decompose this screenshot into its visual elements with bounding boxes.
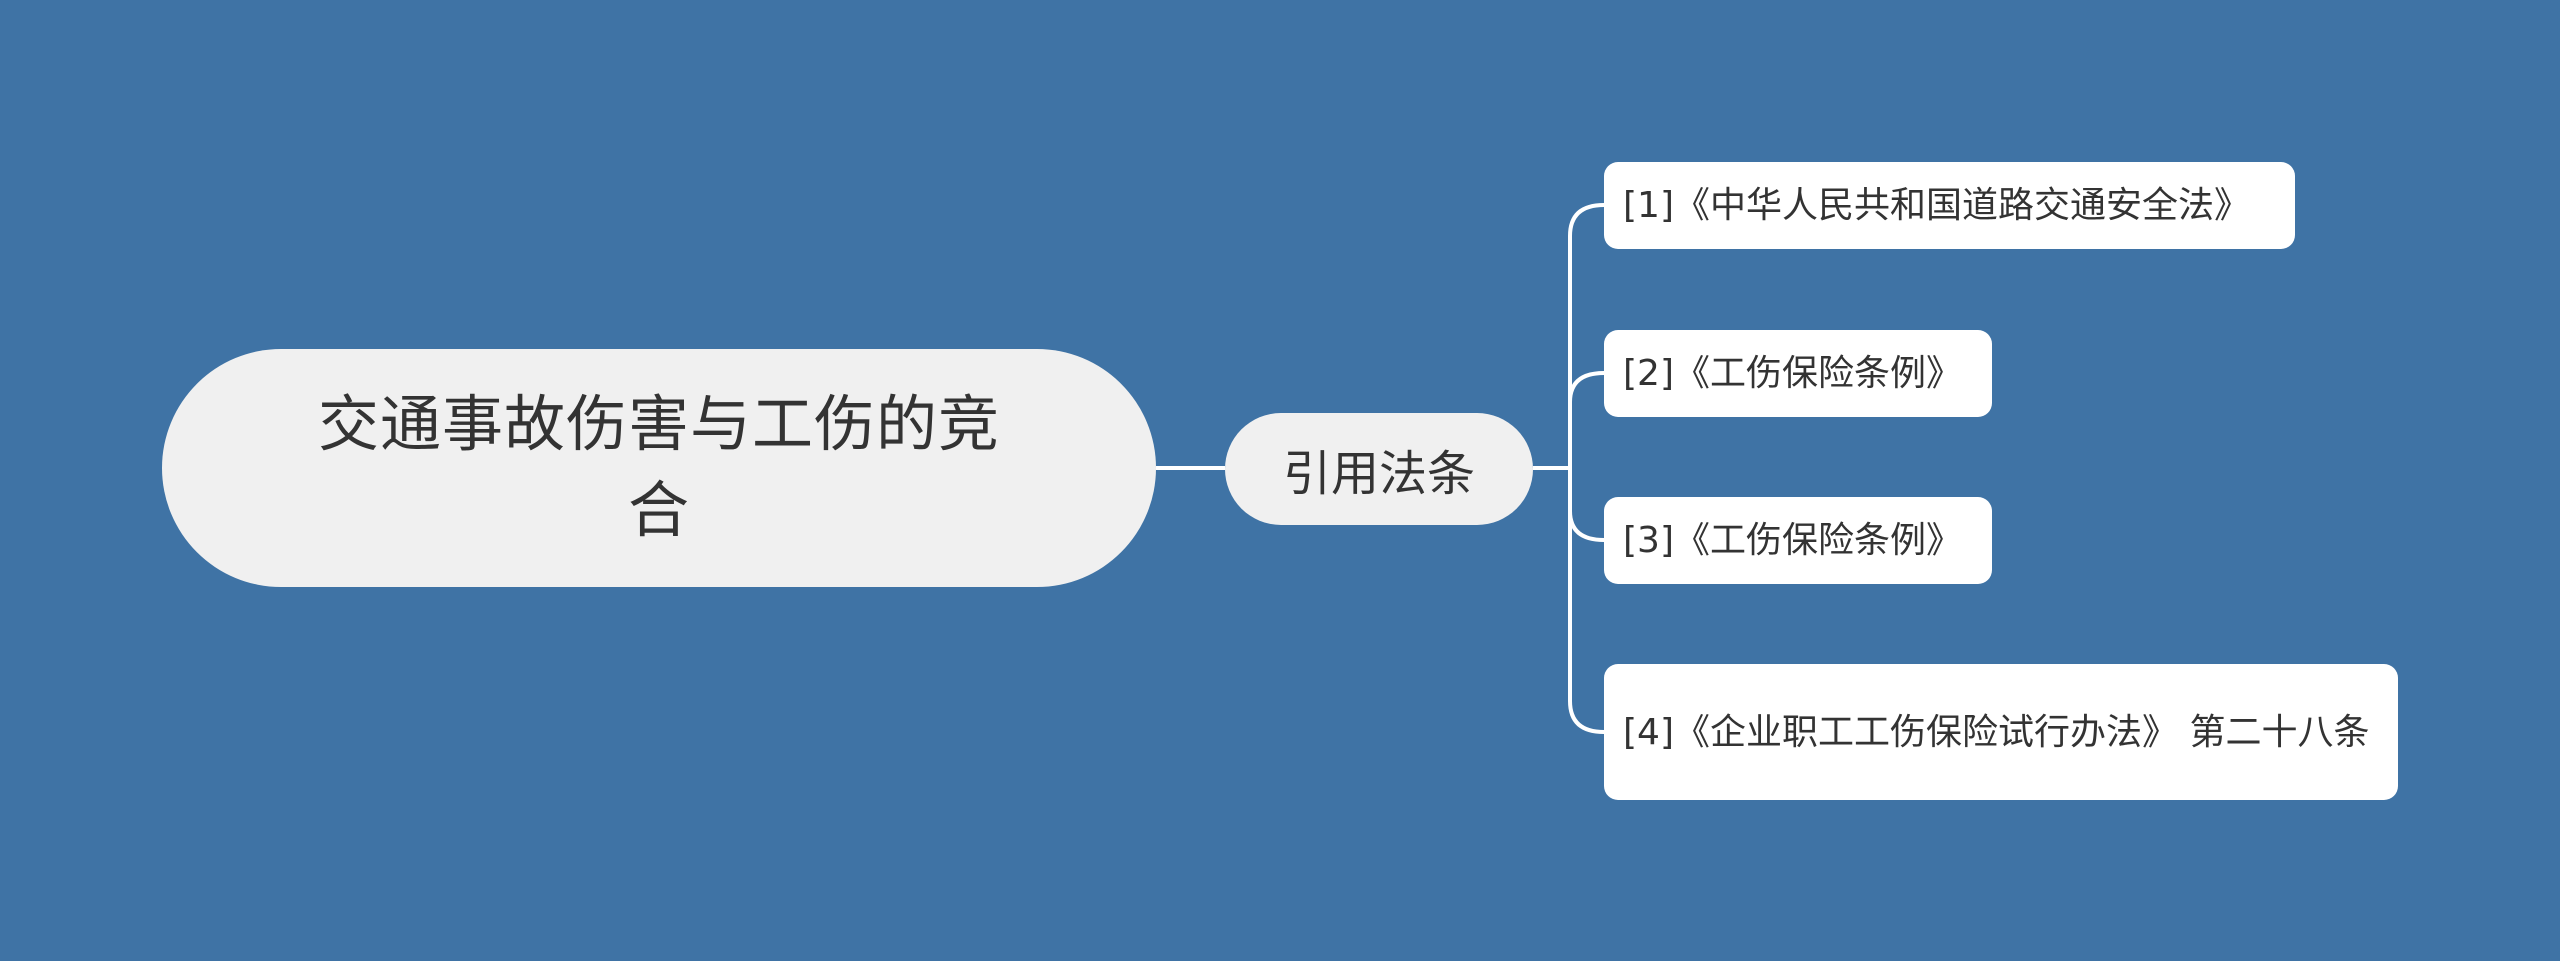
reference-node-1[interactable]: [1]《中华人民共和国道路交通安全法》 [1604, 162, 2295, 249]
reference-node-4[interactable]: [4]《企业职工工伤保险试行办法》 第二十八条 [1604, 664, 2398, 800]
root-topic-node[interactable]: 交通事故伤害与工伤的竞合 [162, 349, 1156, 587]
connector-branch-to-ref-4 [1568, 468, 1605, 734]
branch-topic-node[interactable]: 引用法条 [1225, 413, 1533, 525]
connector-branch-to-ref-2 [1568, 371, 1605, 468]
root-topic-label: 交通事故伤害与工伤的竞合 [317, 389, 1000, 546]
reference-node-2[interactable]: [2]《工伤保险条例》 [1604, 330, 1992, 417]
branch-topic-label: 引用法条 [1282, 446, 1475, 502]
reference-node-3[interactable]: [3]《工伤保险条例》 [1604, 497, 1992, 584]
reference-label-4: [4]《企业职工工伤保险试行办法》 第二十八条 [1623, 711, 2370, 753]
connector-branch-to-ref-1 [1568, 203, 1605, 468]
reference-label-3: [3]《工伤保险条例》 [1623, 520, 1962, 561]
connector-branch-to-ref-3 [1568, 468, 1605, 542]
reference-label-2: [2]《工伤保险条例》 [1623, 353, 1962, 394]
reference-label-1: [1]《中华人民共和国道路交通安全法》 [1623, 185, 2250, 226]
